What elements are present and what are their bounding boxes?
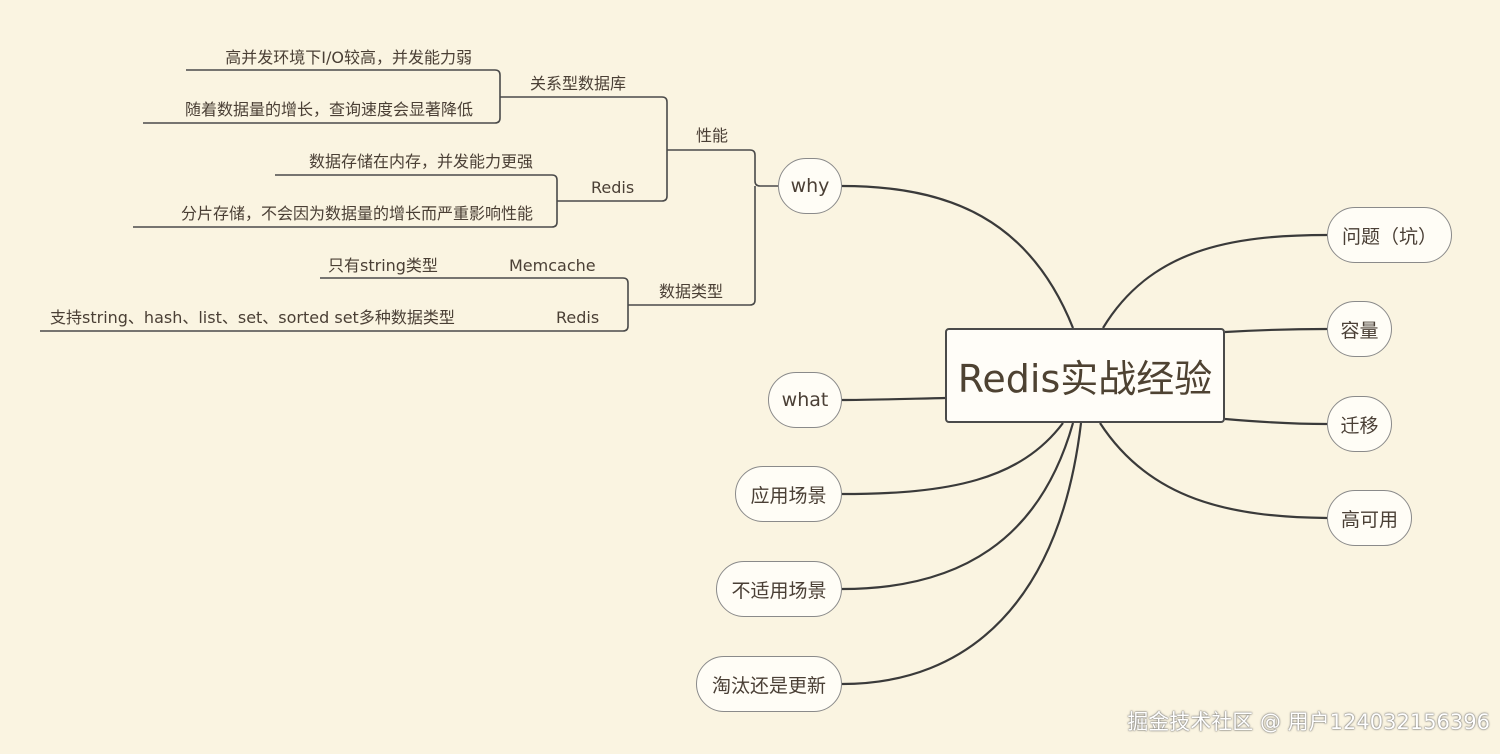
link-issues bbox=[1102, 233, 1328, 329]
leaf-redis-sharding[interactable]: 分片存储，不会因为数据量的增长而严重影响性能 bbox=[180, 204, 533, 223]
node-use-cases[interactable]: 应用场景 bbox=[735, 466, 842, 522]
node-issues[interactable]: 问题（坑） bbox=[1327, 207, 1452, 263]
node-high-availability[interactable]: 高可用 bbox=[1327, 490, 1412, 546]
node-evict-or-update[interactable]: 淘汰还是更新 bbox=[696, 656, 842, 712]
link-scenarios bbox=[841, 422, 1064, 496]
leaf-memcache-string[interactable]: 只有string类型 bbox=[328, 256, 438, 275]
node-what[interactable]: what bbox=[768, 372, 842, 428]
link-ha bbox=[1099, 422, 1328, 520]
branch-datatype[interactable]: 数据类型 bbox=[659, 282, 724, 301]
link-capacity bbox=[1224, 327, 1328, 334]
leaf-redis-types[interactable]: 支持string、hash、list、set、sorted set多种数据类型 bbox=[50, 308, 455, 327]
node-migration[interactable]: 迁移 bbox=[1327, 396, 1392, 452]
link-migration bbox=[1224, 417, 1328, 426]
branch-memcache[interactable]: Memcache bbox=[509, 256, 596, 275]
watermark: 掘金技术社区 @ 用户124032156396 bbox=[1127, 710, 1490, 734]
leaf-relational-io[interactable]: 高并发环境下I/O较高，并发能力弱 bbox=[225, 48, 472, 67]
link-what bbox=[841, 396, 946, 402]
link-evict bbox=[841, 422, 1083, 686]
branch-redis-datatype[interactable]: Redis bbox=[556, 308, 600, 327]
branch-performance[interactable]: 性能 bbox=[696, 126, 729, 145]
central-topic[interactable]: Redis实战经验 bbox=[945, 328, 1225, 423]
branch-relational-db[interactable]: 关系型数据库 bbox=[530, 74, 627, 93]
node-why[interactable]: why bbox=[778, 158, 842, 214]
leaf-redis-memory[interactable]: 数据存储在内存，并发能力更强 bbox=[308, 152, 533, 171]
link-why bbox=[841, 184, 1075, 329]
link-not-suitable bbox=[841, 422, 1075, 591]
branch-redis-performance[interactable]: Redis bbox=[591, 178, 635, 197]
leaf-relational-slow[interactable]: 随着数据量的增长，查询速度会显著降低 bbox=[184, 100, 473, 119]
node-capacity[interactable]: 容量 bbox=[1327, 301, 1392, 357]
node-not-suitable[interactable]: 不适用场景 bbox=[716, 561, 842, 617]
